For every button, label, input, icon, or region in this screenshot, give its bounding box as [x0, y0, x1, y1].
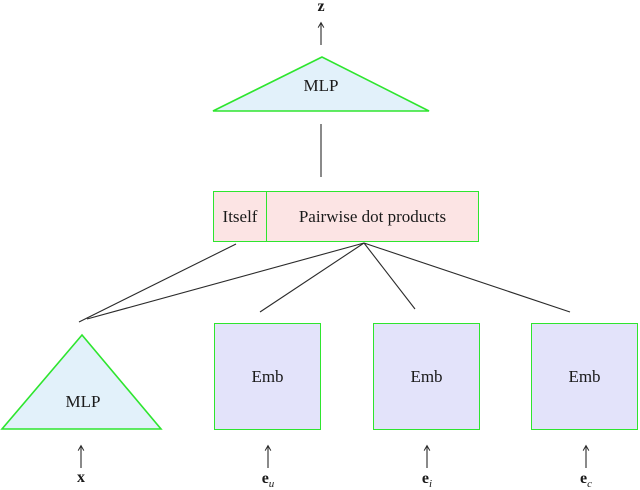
input-label-x-base: x: [77, 469, 85, 486]
emb-box-item-label: Emb: [410, 366, 443, 386]
pairwise-cell: Pairwise dot products: [267, 192, 478, 241]
connector-pairwise-to-emb3: [363, 242, 571, 313]
emb-box-user-label: Emb: [251, 366, 284, 386]
input-label-eu: eu: [262, 469, 275, 490]
bottom-mlp-label: MLP: [65, 392, 101, 411]
input-label-ec-subscript: c: [587, 478, 592, 490]
input-label-ec: ec: [580, 469, 592, 490]
input-label-ei-base: e: [421, 470, 430, 487]
emb-box-context-label: Emb: [568, 366, 601, 386]
itself-label: Itself: [222, 206, 258, 226]
pairwise-label: Pairwise dot products: [298, 206, 447, 226]
emb-box-context: Emb: [531, 323, 638, 430]
connector-itself-to-bottom-mlp: [78, 243, 237, 323]
bottom-mlp-triangle: [0, 333, 163, 430]
connector-pairwise-to-bottom-mlp: [86, 242, 365, 320]
itself-cell: Itself: [214, 192, 267, 241]
input-label-ei-subscript: i: [429, 478, 433, 490]
output-label-z: z: [317, 0, 324, 17]
emb-box-user: Emb: [214, 323, 321, 430]
input-label-ec-base: e: [580, 470, 588, 487]
input-label-x: x: [77, 468, 85, 488]
input-label-eu-base: e: [261, 470, 269, 487]
connector-pairwise-to-emb1: [259, 242, 365, 313]
top-mlp-label: MLP: [303, 76, 339, 95]
top-mlp-triangle: [212, 56, 430, 112]
input-label-eu-subscript: u: [268, 478, 275, 490]
input-label-ei: ei: [422, 469, 432, 490]
output-label-z-text: z: [317, 0, 325, 15]
connector-pairwise-to-emb2: [363, 242, 416, 310]
emb-box-item: Emb: [373, 323, 480, 430]
interaction-box: Itself Pairwise dot products: [213, 191, 479, 242]
